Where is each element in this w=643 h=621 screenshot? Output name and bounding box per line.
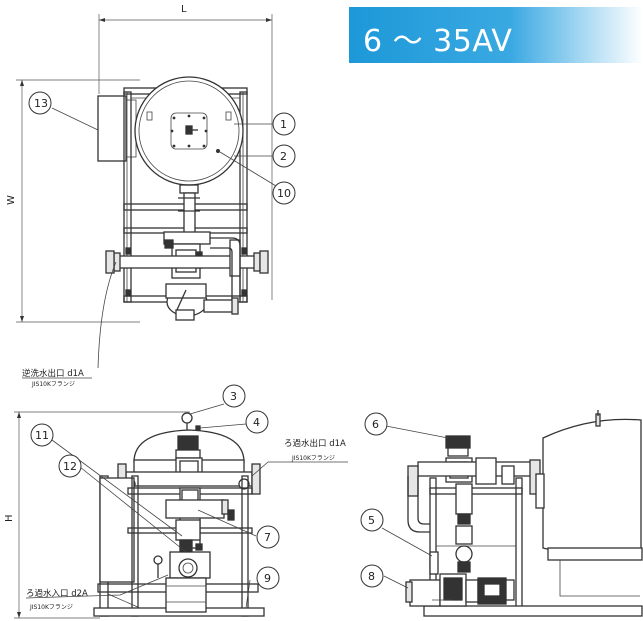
- svg-text:12: 12: [63, 460, 77, 473]
- svg-text:3: 3: [230, 390, 237, 403]
- svg-text:6: 6: [372, 418, 379, 431]
- svg-text:9: 9: [264, 572, 271, 585]
- callout-13: 13: [28, 91, 52, 115]
- filtered-outlet-flange-label: JIS10Kフランジ: [291, 455, 335, 462]
- svg-text:11: 11: [35, 429, 49, 442]
- callout-2: 2: [272, 144, 296, 168]
- callout-9: 9: [256, 566, 280, 590]
- backwash-outlet-label: 逆洗水出口 d1A: [22, 368, 84, 379]
- filter-inlet-flange-label: JIS10Kフランジ: [29, 604, 73, 611]
- front-view: H: [4, 403, 348, 619]
- model-banner: [349, 7, 643, 63]
- svg-text:4: 4: [253, 416, 260, 429]
- svg-text:7: 7: [264, 531, 271, 544]
- callout-11: 11: [30, 423, 54, 447]
- svg-text:10: 10: [277, 187, 291, 200]
- callout-6: 6: [364, 412, 388, 436]
- callout-4: 4: [245, 410, 269, 434]
- callout-3: 3: [222, 384, 246, 408]
- side-view: [381, 410, 643, 617]
- dimension-h-label: H: [4, 514, 15, 522]
- top-view: L W: [6, 4, 277, 388]
- svg-text:13: 13: [34, 97, 48, 110]
- svg-text:8: 8: [368, 570, 375, 583]
- callout-1: 1: [272, 112, 296, 136]
- backwash-outlet-flange-label: JIS10Kフランジ: [31, 381, 75, 388]
- callout-7: 7: [256, 525, 280, 549]
- callout-5: 5: [360, 508, 384, 532]
- dimension-l-label: L: [181, 4, 187, 15]
- filter-inlet-label: ろ過水入口 d2A: [26, 588, 88, 599]
- svg-text:1: 1: [280, 118, 287, 131]
- callout-10: 10: [272, 181, 296, 205]
- dimension-w-label: W: [6, 195, 17, 205]
- svg-text:2: 2: [280, 150, 287, 163]
- callout-12: 12: [58, 454, 82, 478]
- svg-text:5: 5: [368, 514, 375, 527]
- filtered-outlet-label: ろ過水出口 d1A: [284, 438, 346, 449]
- model-range-title: 6 ～ 35AV: [363, 24, 513, 59]
- callout-8: 8: [360, 564, 384, 588]
